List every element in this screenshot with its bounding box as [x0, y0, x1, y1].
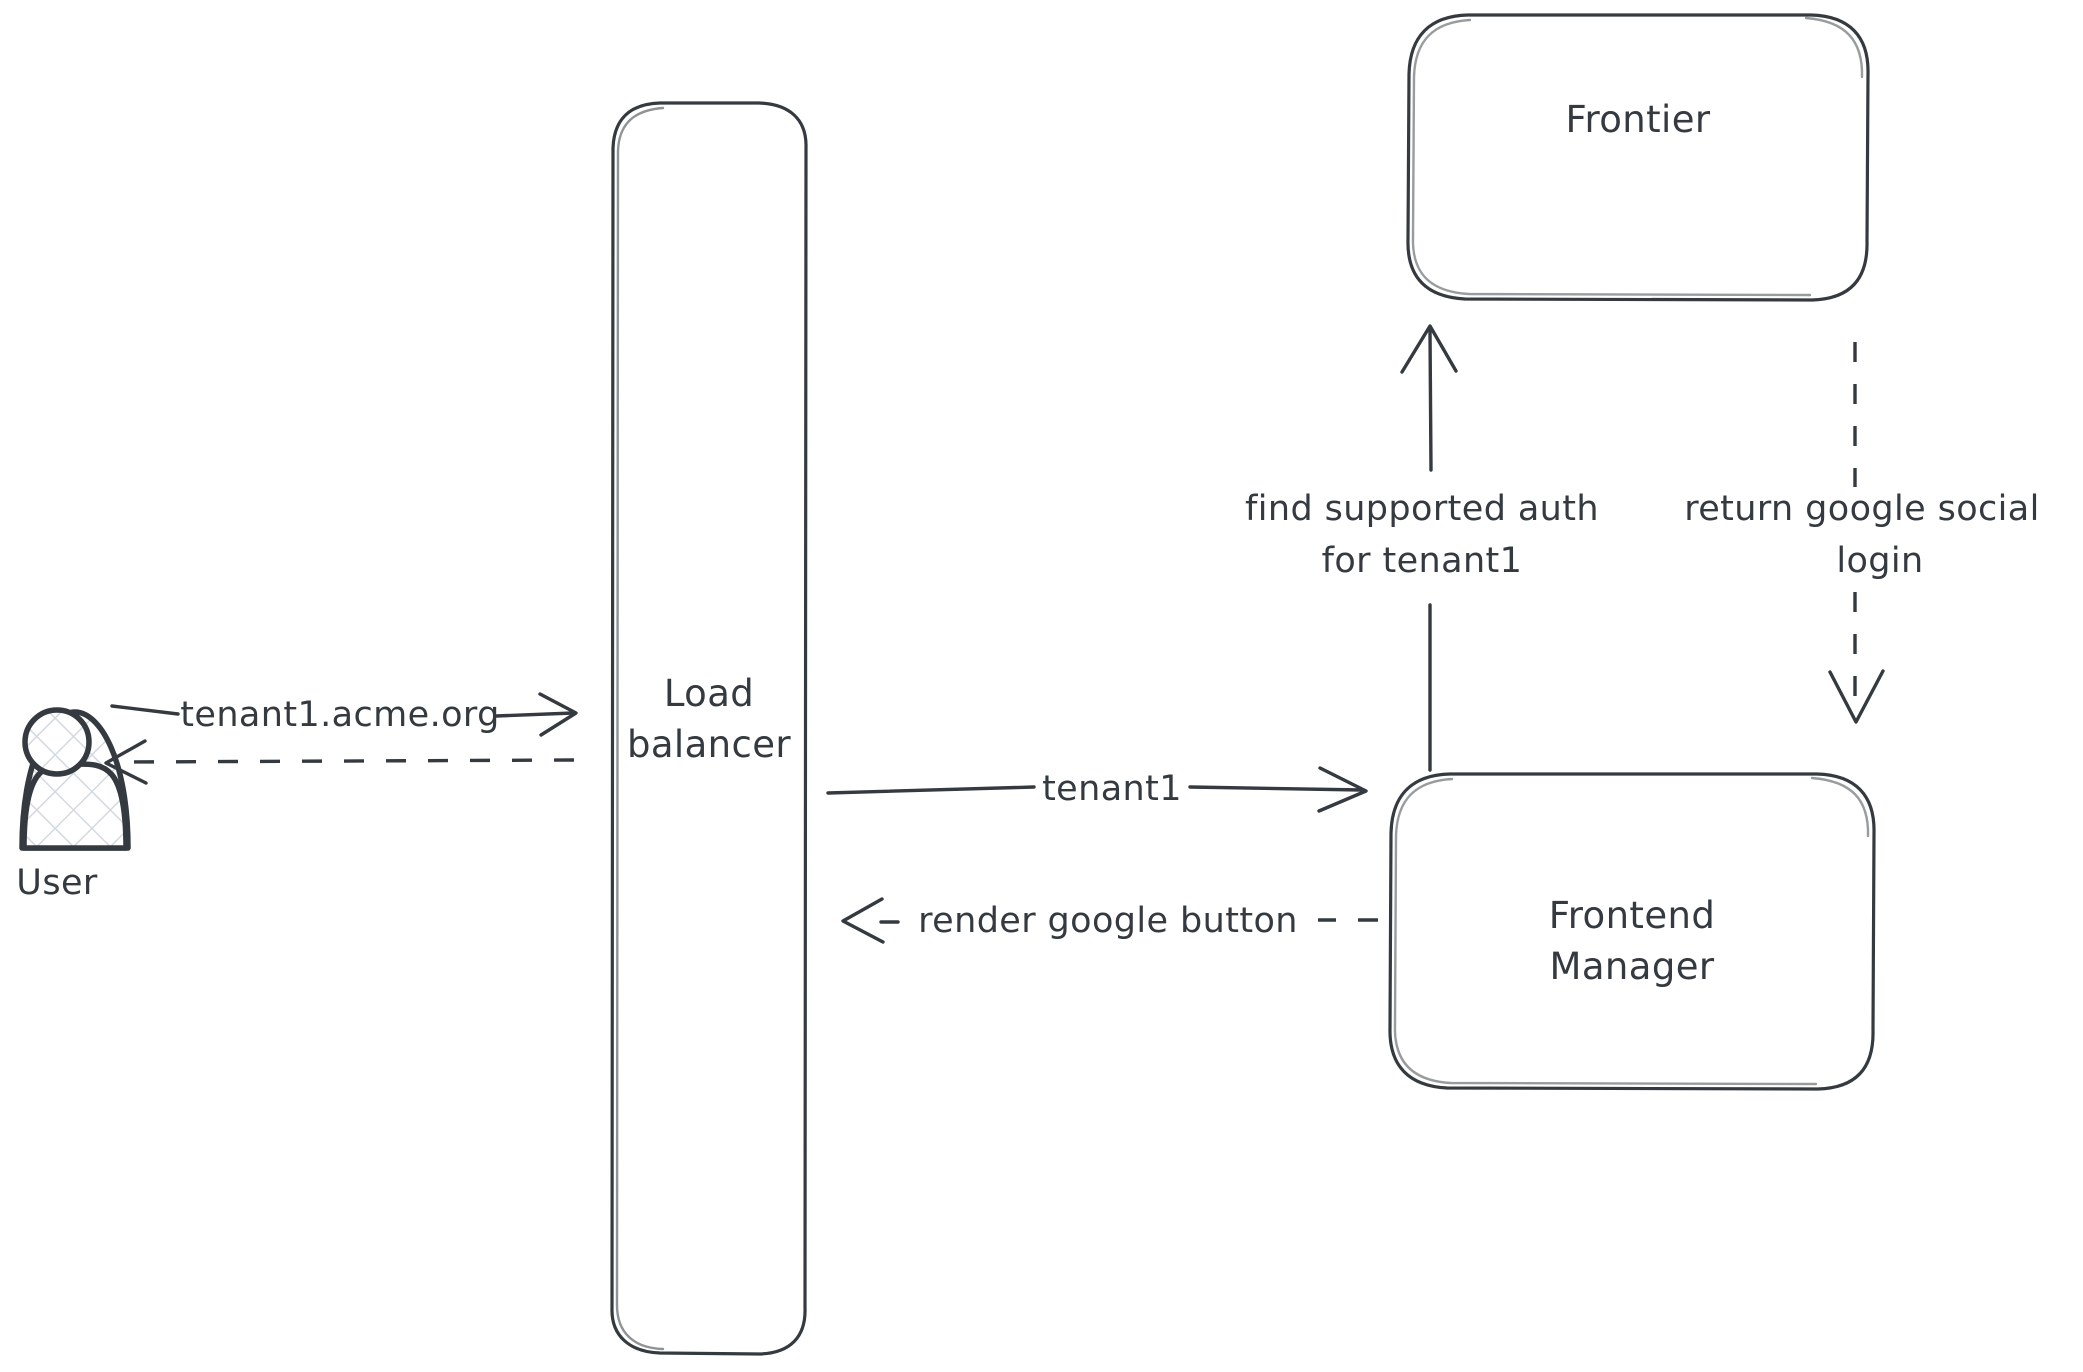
actor-user-label: User — [16, 863, 98, 903]
node-frontend-manager[interactable]: Frontend Manager — [1388, 772, 1876, 1091]
edge-lb-to-fm-label: tenant1 — [1042, 769, 1182, 809]
node-load-balancer-label-line2: balancer — [627, 723, 791, 766]
edge-fm-to-frontier-label-line1: find supported auth — [1245, 489, 1599, 529]
edge-frontier-to-fm[interactable]: return google social login — [1684, 342, 2040, 724]
edge-frontier-to-fm-label-line1: return google social — [1684, 489, 2040, 529]
edge-fm-to-lb-label: render google button — [918, 901, 1298, 941]
edge-lb-to-user[interactable] — [104, 739, 575, 785]
edge-fm-to-lb[interactable]: render google button — [841, 897, 1378, 944]
node-frontier[interactable]: Frontier — [1406, 13, 1870, 302]
edge-fm-to-frontier-label-line2: for tenant1 — [1322, 541, 1523, 581]
node-frontier-label: Frontier — [1565, 98, 1710, 141]
edge-frontier-to-fm-label-line2: login — [1836, 541, 1923, 581]
user-actor-icon — [19, 707, 131, 851]
node-load-balancer[interactable]: Load balancer — [610, 101, 808, 1356]
edge-fm-to-frontier[interactable]: find supported auth for tenant1 — [1245, 324, 1599, 772]
node-load-balancer-label-line1: Load — [664, 672, 754, 715]
actor-user[interactable]: User — [16, 707, 131, 903]
node-frontend-manager-label-line1: Frontend — [1549, 894, 1715, 937]
edge-user-to-lb[interactable]: tenant1.acme.org — [110, 692, 578, 737]
edge-user-to-lb-label: tenant1.acme.org — [180, 695, 499, 735]
node-frontend-manager-label-line2: Manager — [1550, 945, 1715, 988]
edge-lb-to-fm[interactable]: tenant1 — [826, 766, 1368, 813]
